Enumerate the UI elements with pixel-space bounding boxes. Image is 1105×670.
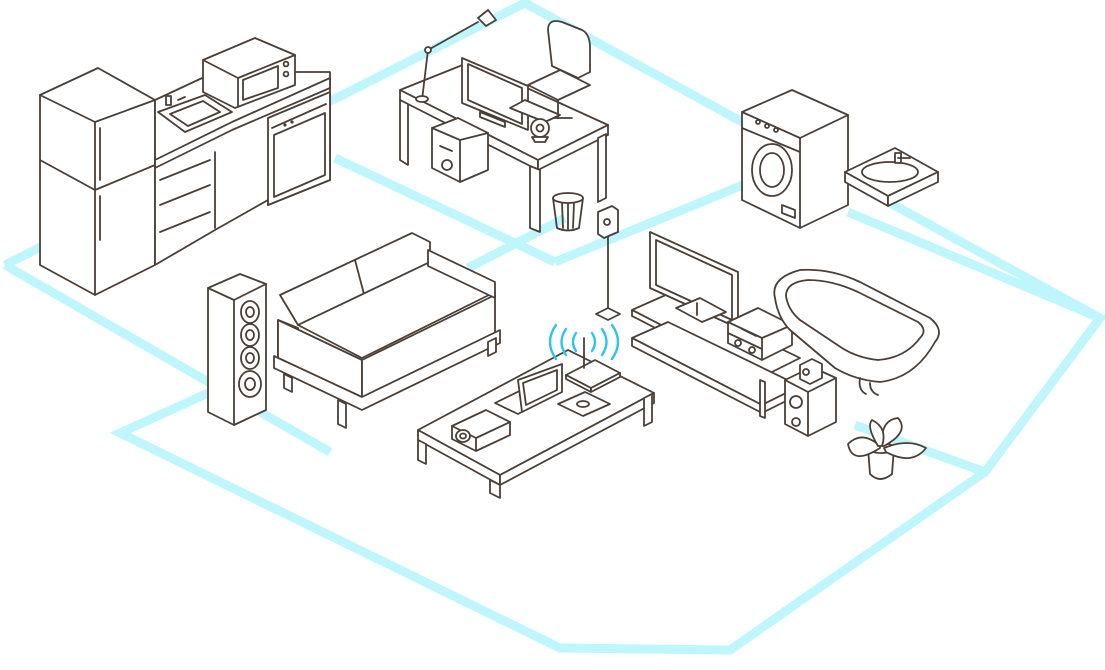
potted-plant (847, 417, 927, 480)
projector (451, 409, 511, 452)
router (565, 337, 621, 393)
tablet (557, 391, 611, 417)
desk-lamp (415, 9, 497, 103)
washing-machine (741, 89, 849, 229)
webcam (530, 118, 550, 143)
computer-monitor (461, 57, 561, 131)
wall-outlet (595, 205, 621, 321)
pc-tower (431, 117, 489, 183)
wifi-signal (548, 323, 620, 361)
bathroom-sink (844, 147, 939, 207)
kitchen-sink (157, 94, 233, 133)
dishwasher (267, 91, 331, 206)
stereo-amplifier (727, 307, 793, 361)
waste-basket (552, 192, 584, 232)
sofa (273, 232, 501, 429)
floorplan-outline (2, 0, 1105, 655)
microwave (202, 37, 296, 109)
floor-speaker (207, 273, 267, 426)
laptop (494, 363, 563, 415)
bookshelf-speaker (784, 358, 837, 437)
refrigerator (39, 67, 156, 296)
desk-chair (527, 20, 591, 119)
bathtub (773, 268, 940, 396)
